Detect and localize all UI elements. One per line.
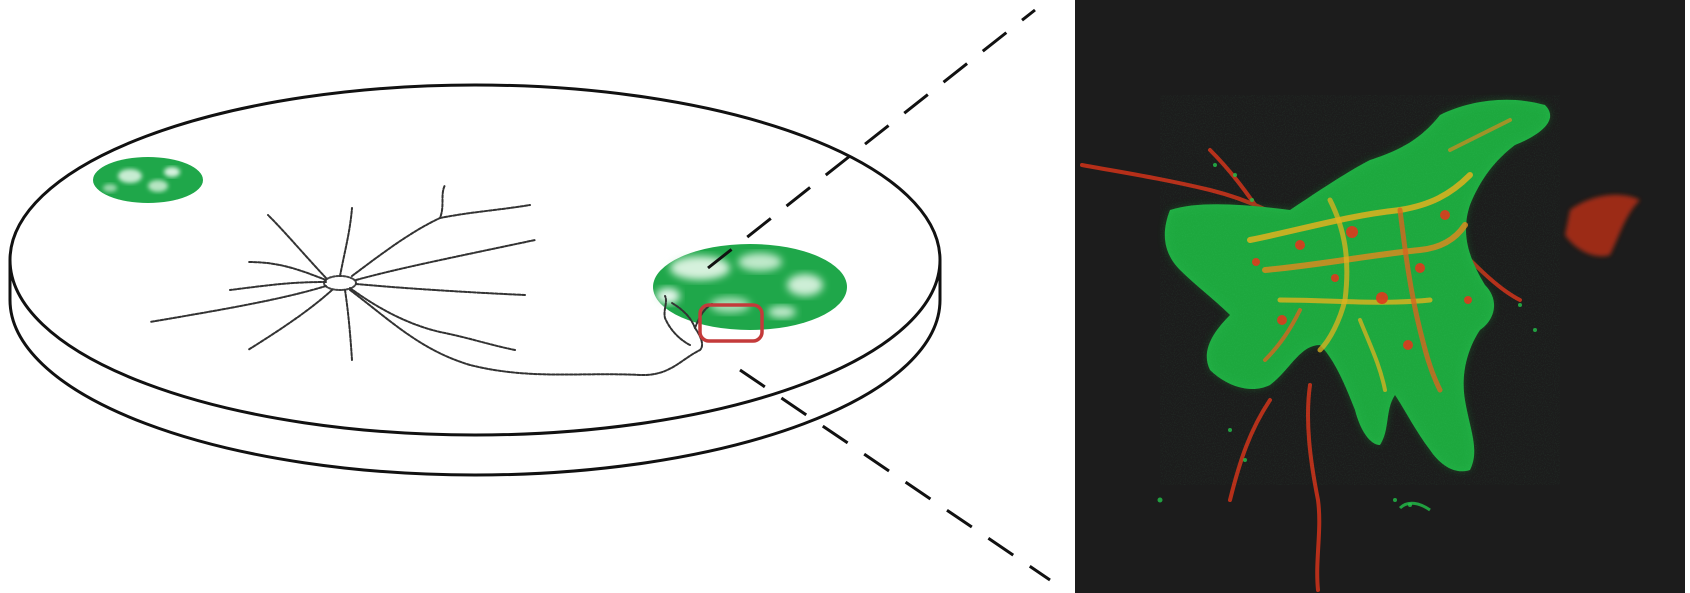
micrograph-texture (1160, 95, 1560, 485)
glial-cell-small (93, 157, 203, 203)
fluorescence-micrograph (1075, 0, 1685, 593)
glial-cell-large (653, 244, 847, 330)
zoom-line-bottom (740, 370, 1050, 580)
